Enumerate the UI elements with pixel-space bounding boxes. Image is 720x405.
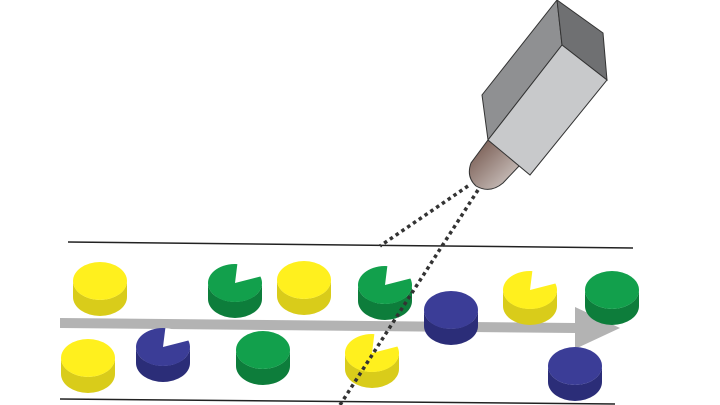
- camera-view-lines: [338, 184, 480, 405]
- pill-side: [345, 353, 399, 388]
- pill-yellow: [277, 261, 331, 315]
- pill-top: [236, 331, 290, 369]
- camera-front-face: [487, 44, 608, 176]
- pill-side: [503, 290, 557, 325]
- conveyor-top-edge: [67, 241, 634, 249]
- pill-chip-notch: [530, 271, 556, 290]
- pill-side: [236, 350, 290, 385]
- pill-chip-notch: [163, 328, 189, 347]
- conveyor-bottom-edge: [59, 398, 616, 405]
- pill-side: [358, 285, 412, 320]
- pill-side: [136, 347, 190, 382]
- pill-top: [423, 290, 478, 330]
- camera-lens: [468, 139, 521, 190]
- pill-top: [61, 339, 115, 377]
- pill-yellow: [73, 262, 127, 316]
- pill-side: [208, 283, 262, 318]
- camera-icon: [468, 0, 608, 190]
- pill-yellow-chipped: [345, 334, 399, 388]
- pill-top: [73, 262, 127, 300]
- view-line-right: [338, 189, 480, 405]
- pill-chip-notch: [235, 264, 261, 283]
- pill-top: [277, 261, 331, 299]
- pill-green: [236, 331, 290, 385]
- pill-top: [503, 271, 558, 309]
- pill-top: [585, 271, 639, 309]
- pill-chip-notch: [372, 334, 398, 353]
- pill-side: [277, 280, 331, 315]
- pill-green-chipped: [208, 264, 262, 318]
- pills-layer: [61, 261, 639, 401]
- pill-yellow-chipped: [503, 271, 558, 325]
- pill-blue-chipped: [136, 328, 191, 382]
- pill-green: [585, 271, 639, 325]
- pill-top: [208, 264, 262, 302]
- pill-side: [424, 310, 478, 345]
- pill-chip-notch: [385, 266, 411, 285]
- pill-top: [136, 328, 191, 367]
- pill-side: [548, 366, 602, 401]
- direction-arrow: [60, 307, 620, 349]
- view-line-left: [379, 184, 469, 248]
- pill-blue: [548, 347, 602, 401]
- pill-side: [61, 358, 115, 393]
- pill-yellow: [61, 339, 115, 393]
- pill-top: [358, 265, 412, 305]
- pill-green-chipped: [358, 265, 412, 320]
- pill-side: [585, 290, 639, 325]
- pill-blue: [423, 290, 478, 345]
- pill-top: [548, 347, 602, 385]
- pill-top: [345, 334, 399, 373]
- pill-side: [73, 281, 127, 316]
